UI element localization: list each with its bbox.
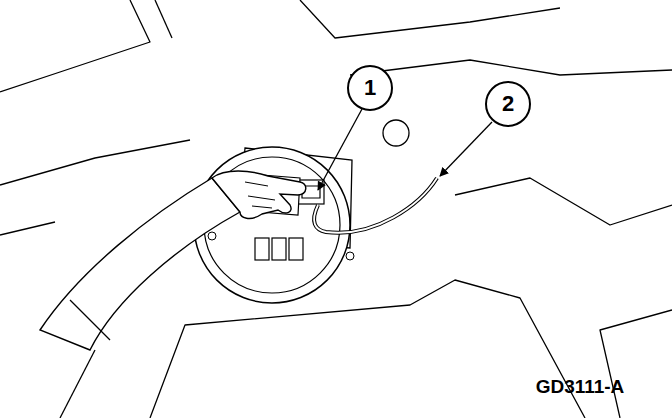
fingers — [245, 182, 275, 208]
callout-number: 2 — [502, 93, 514, 115]
panel-edge — [350, 60, 672, 75]
panel-edge — [0, 140, 190, 185]
panel-edge — [0, 0, 150, 92]
callout-circle — [348, 66, 392, 110]
leader-line — [440, 122, 492, 176]
tank-outline — [150, 280, 585, 418]
screw — [208, 232, 216, 240]
connector-pin — [272, 238, 286, 260]
panel-edge — [155, 0, 172, 38]
callout-number: 1 — [364, 77, 376, 99]
panel-edge — [300, 0, 560, 38]
panel-edge — [0, 222, 55, 235]
sleeve-cuff — [70, 300, 110, 340]
wire-harness — [314, 178, 437, 233]
lock-ring — [204, 157, 340, 293]
hand — [212, 171, 306, 218]
body-hole — [383, 120, 409, 146]
callout-circle — [486, 82, 530, 126]
arm-sleeve — [40, 178, 240, 350]
panel-edge — [455, 178, 672, 225]
panel-edge — [600, 310, 672, 418]
connector-pin — [289, 238, 303, 260]
connector-pin — [255, 238, 269, 260]
screw — [346, 252, 354, 260]
panel-edge — [60, 350, 95, 418]
figure-code: GD3111-A — [536, 377, 625, 396]
wire-harness-inner — [314, 178, 437, 233]
leader-line — [318, 109, 362, 190]
